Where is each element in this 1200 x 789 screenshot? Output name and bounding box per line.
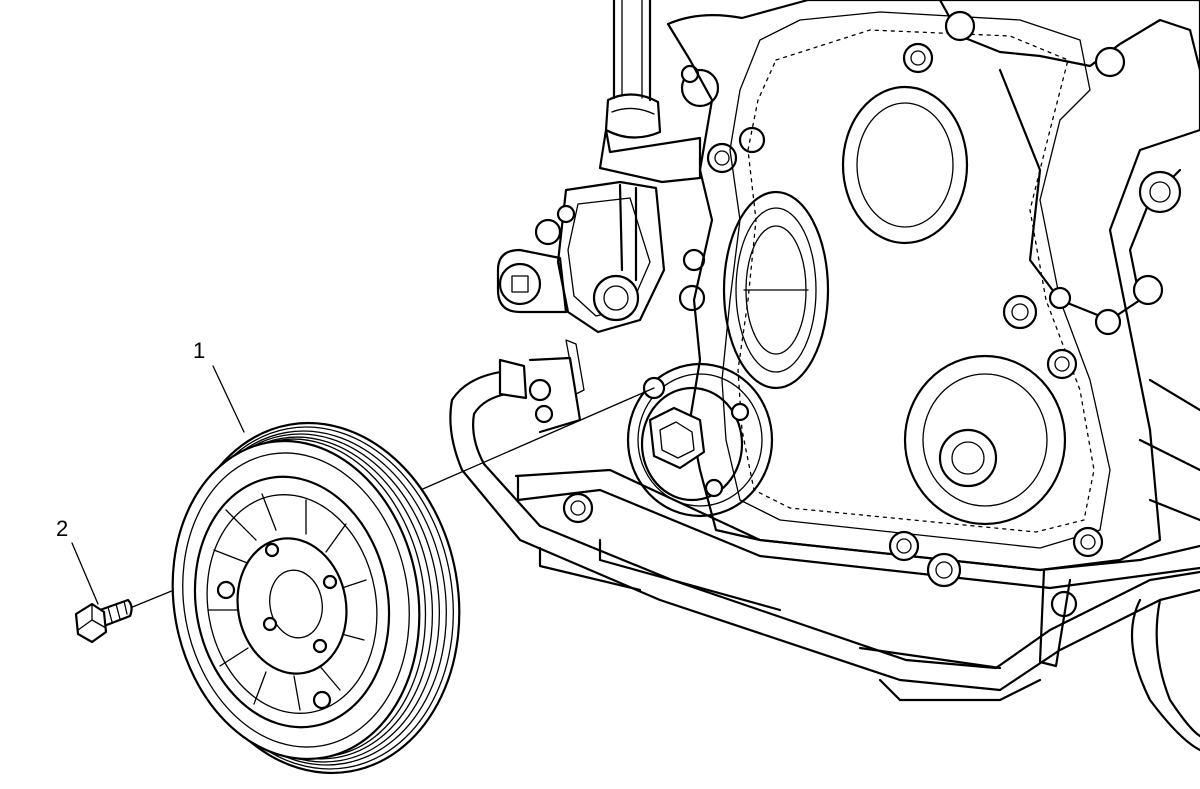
crankshaft-snout	[626, 362, 774, 518]
leader-line-1	[212, 365, 245, 433]
engine-assembly	[449, 0, 1200, 752]
upper-right-bracket	[902, 0, 1200, 522]
crankshaft-balancer	[171, 421, 461, 775]
timing-cover	[666, 0, 1200, 572]
oil-filter-housing	[878, 598, 1200, 752]
callout-1: 1	[193, 338, 206, 363]
dipstick-tube	[604, 0, 662, 139]
oil-pan-flange	[514, 468, 1200, 668]
crankshaft-balancer-bolt	[74, 598, 133, 644]
left-bosses	[528, 204, 585, 434]
balancer-bolt-hole	[264, 542, 280, 558]
balancer-alignment-line	[408, 387, 655, 496]
leader-line-2	[71, 542, 99, 605]
oil-pump-housing	[496, 64, 766, 334]
leader-lines	[71, 365, 245, 605]
callout-2: 2	[56, 516, 69, 541]
cooling-pipe	[449, 358, 1200, 692]
